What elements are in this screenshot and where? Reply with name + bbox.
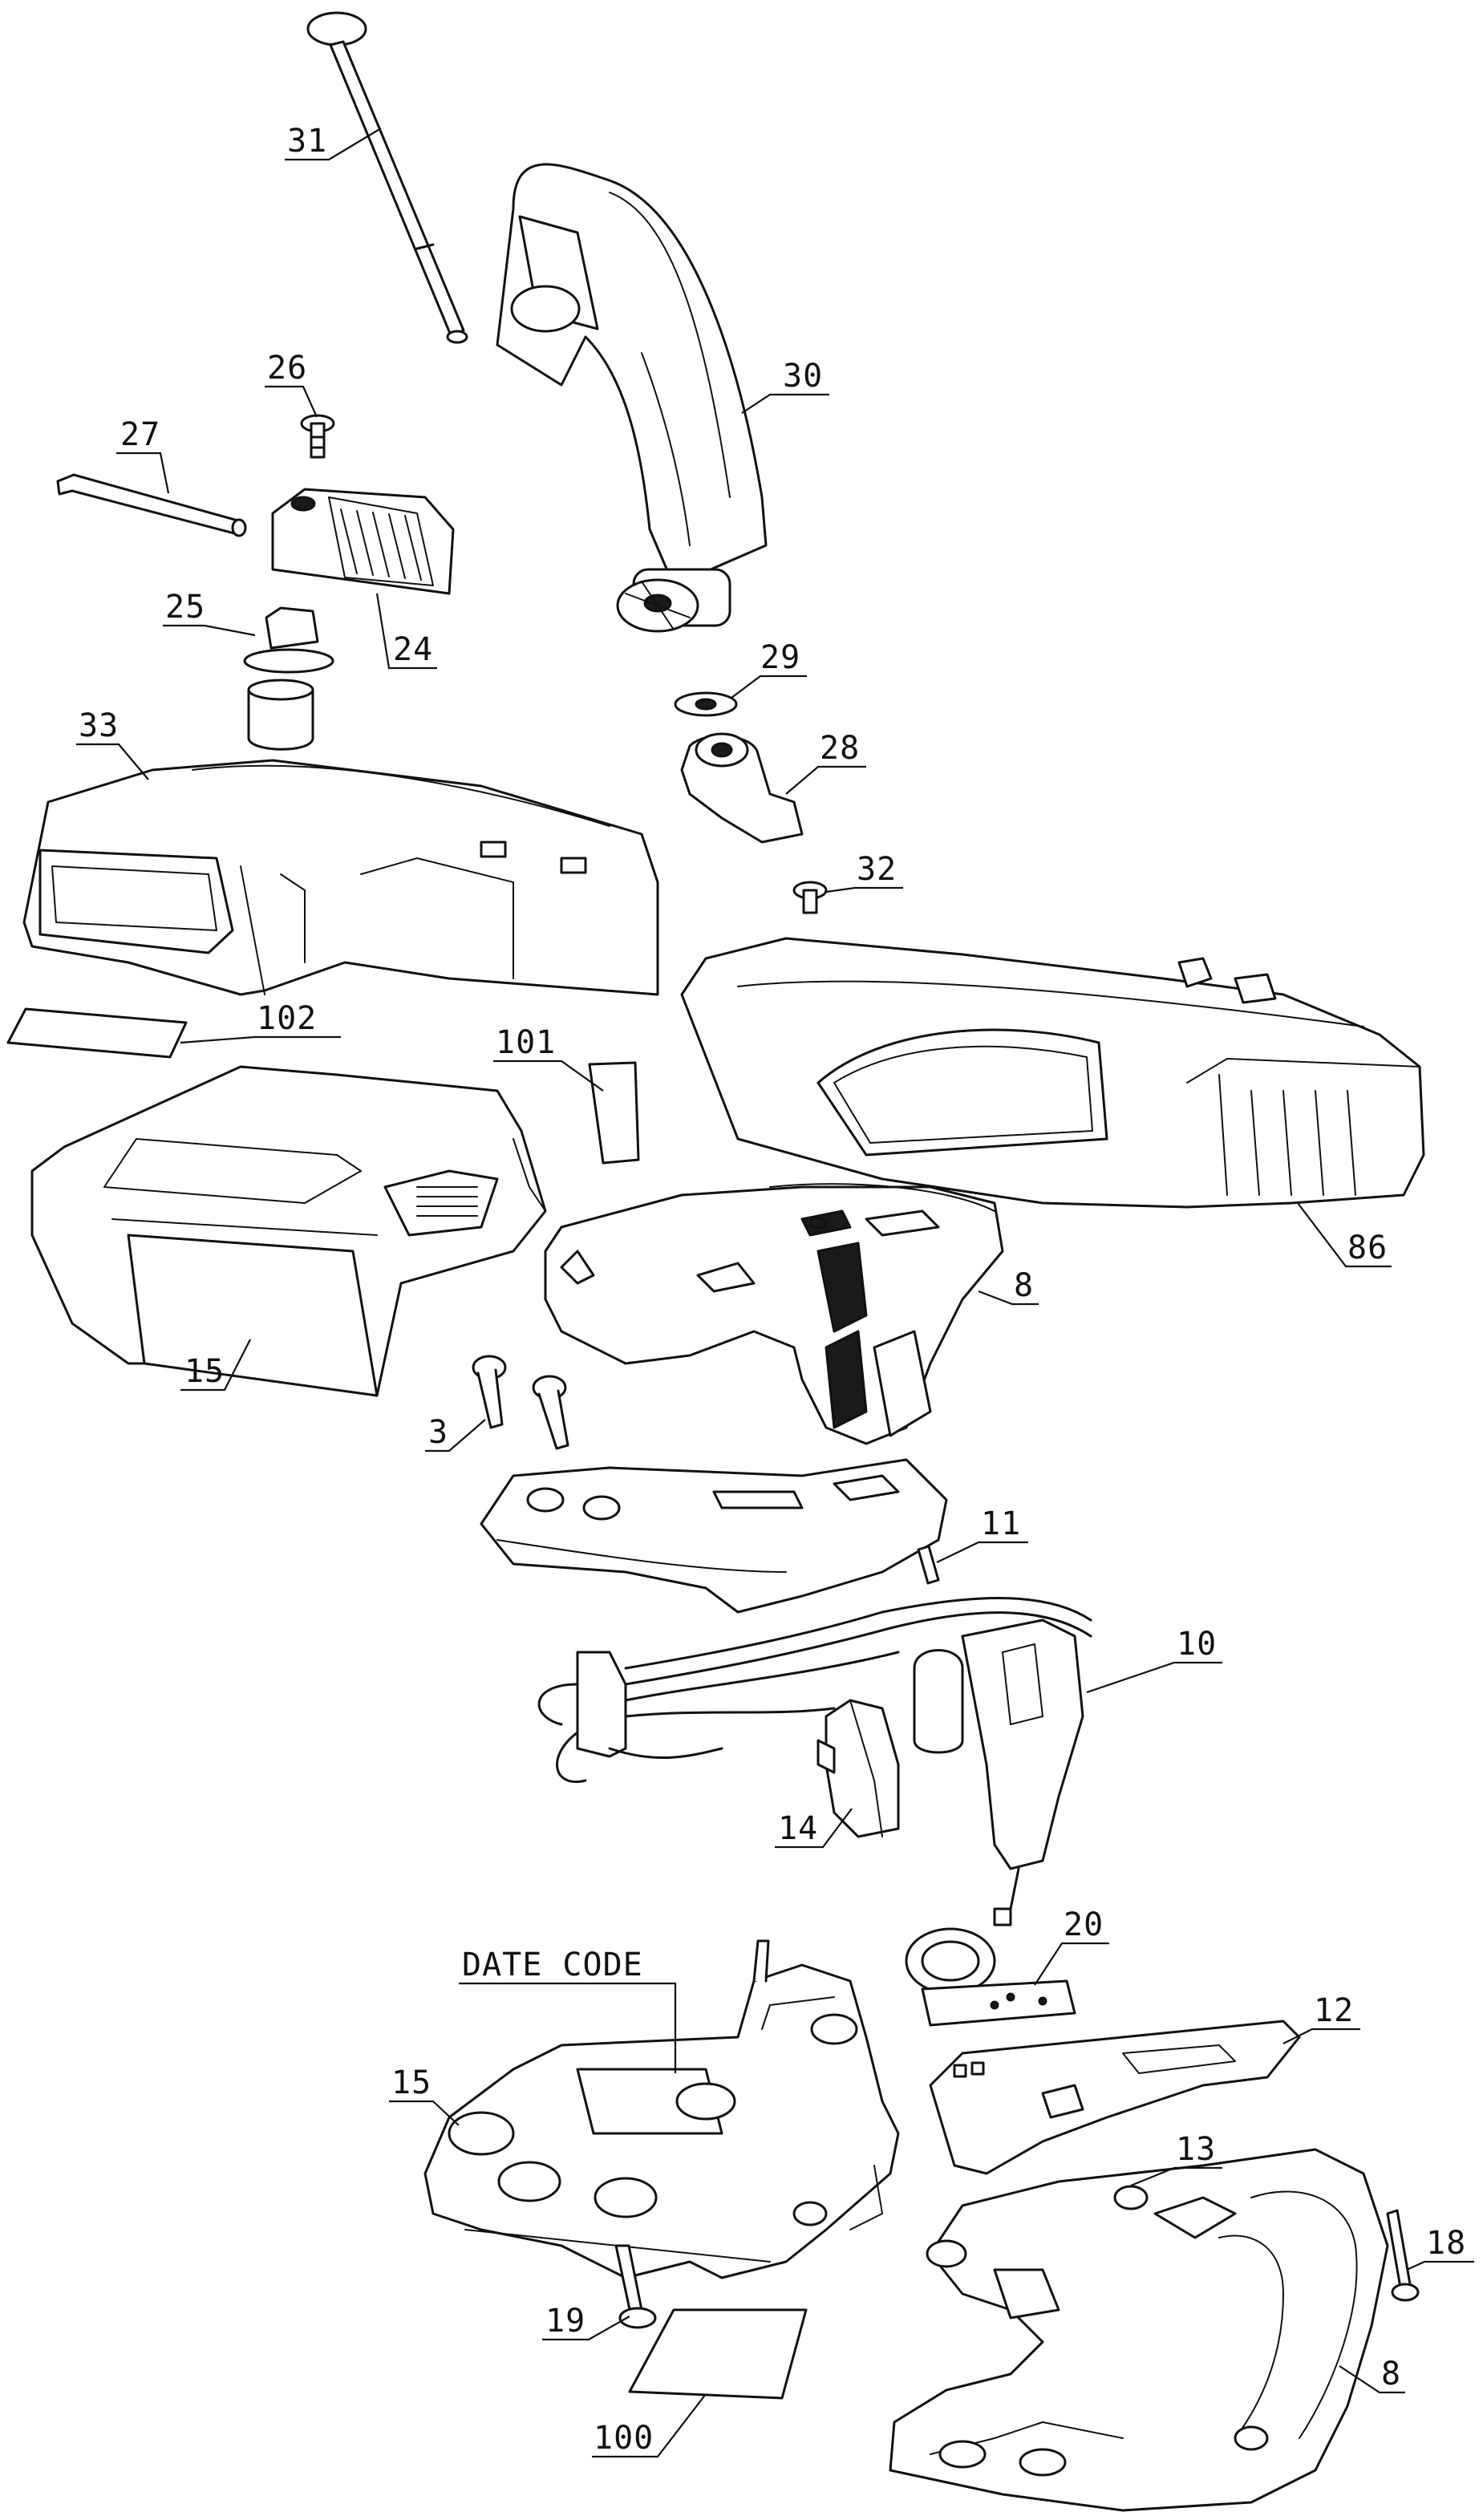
part-10-switch-harness: [537, 1597, 1092, 1926]
callout-26: 26: [265, 350, 318, 418]
part-15-battery-cover: [30, 1065, 547, 1397]
part-26-screw: [300, 414, 335, 459]
callout-15-upper: 15: [180, 1339, 251, 1392]
callout-19-label: 19: [545, 2303, 586, 2340]
part-15-base-housing: [423, 1939, 900, 2279]
callout-101: 101: [493, 1024, 604, 1092]
part-86-housing-right: [680, 937, 1425, 1209]
callout-14-label: 14: [778, 1810, 818, 1847]
callout-24: 24: [375, 593, 437, 670]
callout-102-label: 102: [257, 1000, 317, 1037]
part-3-screws: [472, 1355, 569, 1450]
callout-8-upper: 8: [978, 1267, 1039, 1306]
callout-31: 31: [285, 123, 382, 161]
part-19-screw: [614, 2244, 657, 2329]
part-20-board: [905, 1927, 1076, 2027]
part-28-knob: [680, 732, 804, 844]
part-27-rod: [56, 473, 247, 537]
part-102-label: [6, 1007, 188, 1059]
callout-13: 13: [1130, 2131, 1222, 2187]
callout-date-code-label: DATE CODE: [462, 1947, 643, 1983]
part-30-handle: [496, 163, 768, 633]
callout-32-label: 32: [857, 851, 897, 888]
part-8-housing-half-lower: [889, 2148, 1389, 2512]
part-18-screw: [1386, 2209, 1420, 2302]
callout-86-label: 86: [1347, 1230, 1388, 1266]
callout-33-label: 33: [79, 707, 119, 744]
callout-13-label: 13: [1176, 2131, 1216, 2168]
part-8-housing-half-upper: [544, 1183, 1004, 1445]
part-33-housing-left: [22, 759, 659, 996]
callout-15-upper-label: 15: [184, 1353, 225, 1390]
callout-8-lower-label: 8: [1381, 2356, 1401, 2392]
callout-10-label: 10: [1177, 1626, 1217, 1663]
callout-26-label: 26: [267, 350, 307, 387]
part-24-latch: [271, 488, 455, 595]
callout-27-label: 27: [120, 416, 160, 453]
callout-29-label: 29: [760, 639, 800, 676]
callout-3: 3: [425, 1414, 486, 1452]
callout-100: 100: [592, 2393, 707, 2458]
part-12-bracket: [929, 2020, 1301, 2175]
callout-33: 33: [76, 707, 149, 780]
callout-27: 27: [116, 416, 170, 494]
part-14-bracket: [816, 1699, 900, 1838]
callout-102: 102: [180, 1000, 341, 1044]
callout-29: 29: [731, 639, 807, 699]
callout-19: 19: [542, 2303, 630, 2341]
part-8-housing-skirt-upper: [480, 1458, 948, 1614]
callout-25-label: 25: [165, 589, 205, 626]
callout-30: 30: [741, 358, 829, 414]
callout-3-label: 3: [428, 1414, 448, 1451]
callout-31-label: 31: [287, 123, 327, 160]
part-100-label: [628, 2308, 808, 2400]
callout-11: 11: [936, 1505, 1028, 1563]
callout-14: 14: [775, 1808, 853, 1849]
callout-8-lower: 8: [1339, 2356, 1405, 2394]
callout-30-label: 30: [783, 358, 823, 395]
callout-100-label: 100: [594, 2420, 654, 2457]
callout-8-upper-label: 8: [1014, 1267, 1034, 1304]
callouts: 31 30 26 27 24 25 29 28: [76, 123, 1474, 2458]
part-29-washer: [674, 691, 738, 717]
callout-10: 10: [1086, 1626, 1222, 1694]
callout-86: 86: [1297, 1202, 1392, 1268]
callout-12-label: 12: [1314, 1992, 1354, 2029]
callout-15-lower-label: 15: [391, 2064, 432, 2101]
callout-20-label: 20: [1064, 1906, 1104, 1943]
callout-28: 28: [785, 730, 866, 795]
callout-18: 18: [1406, 2225, 1474, 2271]
part-101-label: [588, 1061, 640, 1165]
callout-20: 20: [1034, 1906, 1109, 1986]
callout-date-code: DATE CODE: [459, 1947, 677, 2073]
callout-25: 25: [163, 589, 256, 637]
part-31-pin: [306, 11, 468, 344]
part-32-screw: [792, 881, 828, 914]
part-11-pin: [917, 1545, 940, 1585]
callout-12: 12: [1282, 1992, 1360, 2044]
part-25-spacer: [243, 606, 334, 751]
callout-28-label: 28: [820, 730, 860, 767]
callout-32: 32: [825, 851, 903, 893]
callout-18-label: 18: [1426, 2225, 1466, 2262]
callout-15-lower: 15: [389, 2064, 460, 2126]
callout-11-label: 11: [981, 1505, 1021, 1542]
callout-24-label: 24: [393, 631, 433, 668]
callout-101-label: 101: [496, 1024, 556, 1061]
